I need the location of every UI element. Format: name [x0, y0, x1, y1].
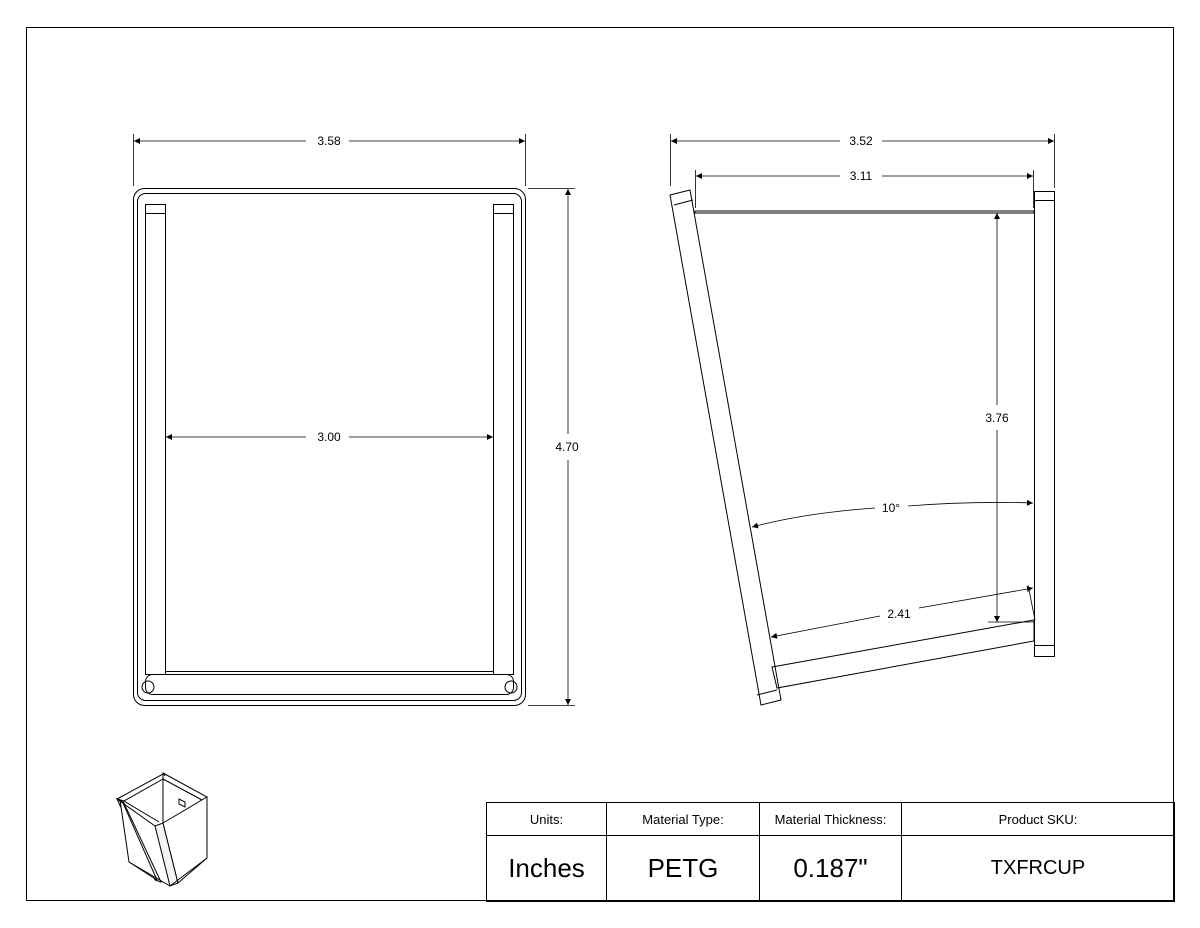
sheet-border [26, 27, 1174, 901]
units-value: Inches [486, 835, 607, 902]
isometric-view [115, 772, 208, 887]
side-bottom-panel [771, 619, 1035, 689]
material-type-header: Material Type: [606, 802, 760, 836]
product-sku-value: TXFRCUP [901, 835, 1175, 902]
front-left-post [145, 204, 166, 675]
title-block: Units: Material Type: Material Thickness… [486, 802, 1175, 902]
side-back-panel [1034, 191, 1055, 657]
front-view [133, 188, 526, 706]
dim-side-overall-width: 3.52 [849, 134, 873, 148]
iso-hole [178, 798, 186, 808]
dim-front-overall-height: 4.70 [555, 440, 579, 454]
units-header: Units: [486, 802, 607, 836]
material-thickness-header: Material Thickness: [759, 802, 902, 836]
front-left-foot [141, 680, 155, 694]
product-sku-header: Product SKU: [901, 802, 1175, 836]
material-thickness-value: 0.187" [759, 835, 902, 902]
side-dimensions [670, 134, 1055, 639]
dim-side-top-width: 3.11 [850, 169, 873, 183]
front-inner-outline [137, 193, 522, 701]
front-right-post [493, 204, 514, 675]
side-slanted-panel [669, 189, 782, 706]
dim-front-overall-width: 3.58 [317, 134, 341, 148]
dim-side-bottom-length: 2.41 [887, 607, 911, 621]
title-block-value-row: Inches PETG 0.187" TXFRCUP [486, 835, 1175, 902]
front-outer-outline [133, 188, 526, 706]
title-block-header-row: Units: Material Type: Material Thickness… [486, 802, 1175, 836]
front-dimensions [133, 134, 575, 706]
material-type-value: PETG [606, 835, 760, 902]
dim-front-inner-width: 3.00 [317, 430, 341, 444]
front-right-foot [504, 680, 518, 694]
side-view [669, 189, 1055, 706]
dim-side-angle: 10° [882, 501, 900, 515]
dim-side-inner-height: 3.76 [985, 411, 1009, 425]
side-top-edge [694, 210, 1035, 214]
front-bottom-rail [145, 674, 514, 695]
